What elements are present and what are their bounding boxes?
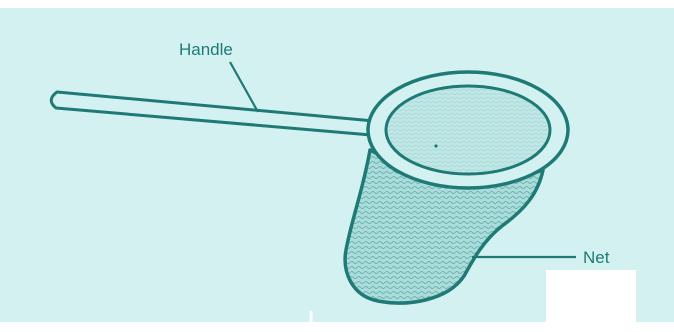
rim-speck xyxy=(434,144,437,147)
top-border-strip xyxy=(0,0,674,8)
white-patch xyxy=(546,270,636,322)
net-rim-inner-texture xyxy=(388,88,548,172)
handle-label: Handle xyxy=(179,40,233,59)
bottom-border-strip xyxy=(0,322,674,332)
net-label: Net xyxy=(583,248,610,267)
